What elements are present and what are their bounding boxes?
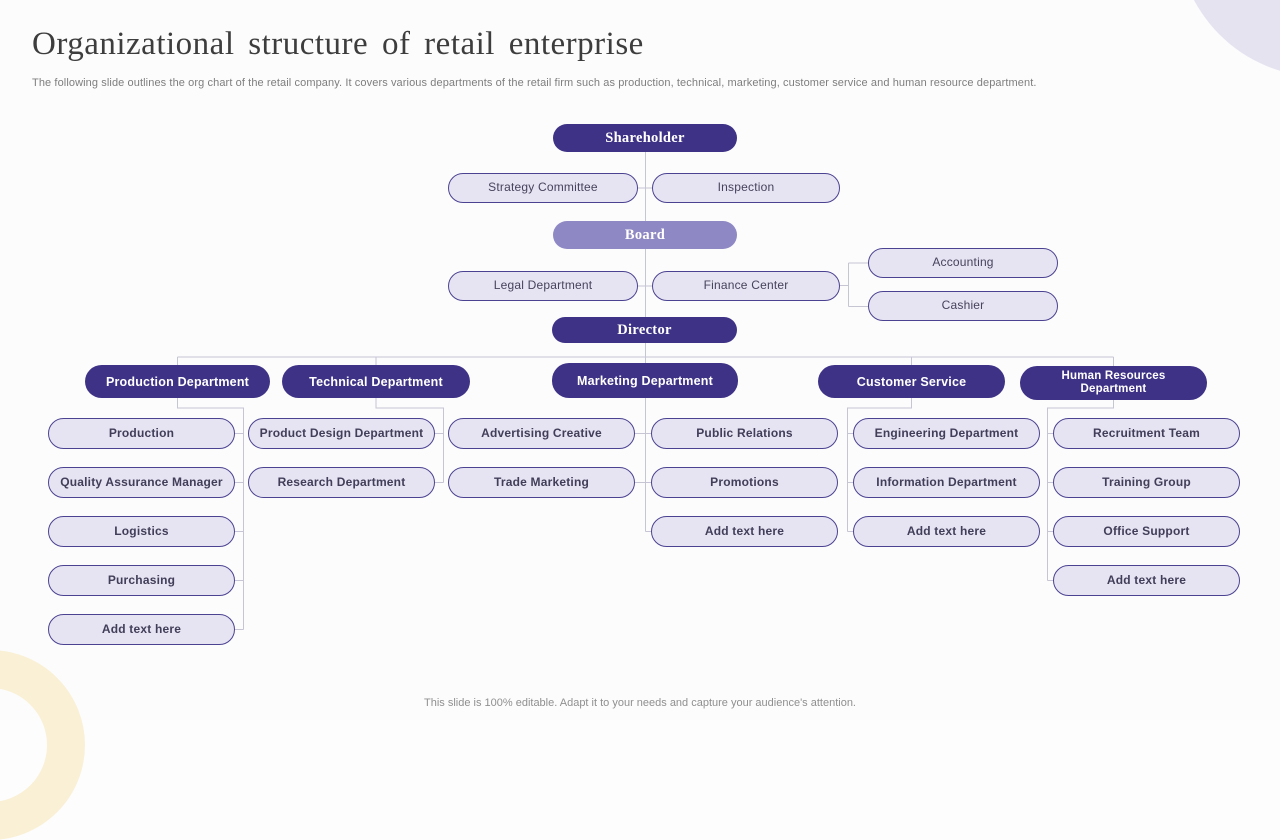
- node-production[interactable]: Production: [48, 418, 235, 449]
- node-production-department[interactable]: Production Department: [85, 365, 270, 398]
- node-label: Customer Service: [856, 374, 967, 389]
- node-inspection[interactable]: Inspection: [652, 173, 840, 203]
- node-label: Accounting: [932, 255, 994, 270]
- node-label: Shareholder: [605, 129, 685, 146]
- node-label: Cashier: [941, 298, 985, 313]
- node-label: Add text here: [704, 523, 785, 538]
- node-promotions[interactable]: Promotions: [651, 467, 838, 498]
- page-title: Organizational structure of retail enter…: [32, 26, 644, 62]
- node-purchasing[interactable]: Purchasing: [48, 565, 235, 596]
- node-training-group[interactable]: Training Group: [1053, 467, 1240, 498]
- node-label: Quality Assurance Manager: [60, 474, 223, 489]
- slide-footer-note: This slide is 100% editable. Adapt it to…: [424, 697, 856, 709]
- node-label: Add text here: [906, 523, 987, 538]
- node-advertising-creative[interactable]: Advertising Creative: [448, 418, 635, 449]
- node-label: Recruitment Team: [1092, 425, 1200, 440]
- node-label: Training Group: [1102, 474, 1191, 489]
- node-marketing-add-text[interactable]: Add text here: [651, 516, 838, 547]
- node-label: Add text here: [1106, 572, 1187, 587]
- node-label: Engineering Department: [874, 425, 1019, 440]
- node-trade-marketing[interactable]: Trade Marketing: [448, 467, 635, 498]
- node-customer-service-add-text[interactable]: Add text here: [853, 516, 1040, 547]
- node-label: Inspection: [717, 180, 775, 195]
- node-label: Product Design Department: [259, 425, 424, 440]
- node-research-department[interactable]: Research Department: [248, 467, 435, 498]
- node-label: Marketing Department: [577, 373, 713, 388]
- node-label: Strategy Committee: [488, 180, 598, 195]
- node-label: Research Department: [277, 474, 406, 489]
- slide-subtitle: The following slide outlines the org cha…: [32, 77, 1037, 89]
- node-label: Human Resources Department: [1061, 370, 1166, 395]
- node-marketing-department[interactable]: Marketing Department: [552, 363, 738, 398]
- node-public-relations[interactable]: Public Relations: [651, 418, 838, 449]
- node-director[interactable]: Director: [552, 317, 737, 343]
- node-production-add-text[interactable]: Add text here: [48, 614, 235, 645]
- node-label: Promotions: [710, 474, 779, 489]
- node-quality-assurance-manager[interactable]: Quality Assurance Manager: [48, 467, 235, 498]
- node-label: Information Department: [876, 474, 1017, 489]
- node-logistics[interactable]: Logistics: [48, 516, 235, 547]
- node-label: Production Department: [105, 374, 250, 389]
- node-board[interactable]: Board: [553, 221, 737, 249]
- node-cashier[interactable]: Cashier: [868, 291, 1058, 321]
- node-label: Public Relations: [696, 425, 793, 440]
- node-information-department[interactable]: Information Department: [853, 467, 1040, 498]
- node-label: Technical Department: [309, 374, 443, 389]
- node-product-design-department[interactable]: Product Design Department: [248, 418, 435, 449]
- node-shareholder[interactable]: Shareholder: [553, 124, 737, 152]
- node-label: Legal Department: [493, 278, 593, 293]
- node-finance-center[interactable]: Finance Center: [652, 271, 840, 301]
- node-human-resources-add-text[interactable]: Add text here: [1053, 565, 1240, 596]
- node-label: Board: [624, 226, 666, 243]
- node-label: Director: [617, 321, 672, 338]
- node-label: Purchasing: [107, 572, 176, 587]
- node-recruitment-team[interactable]: Recruitment Team: [1053, 418, 1240, 449]
- node-label: Trade Marketing: [493, 474, 590, 489]
- node-strategy-committee[interactable]: Strategy Committee: [448, 173, 638, 203]
- org-chart-connectors: [177, 151, 1114, 630]
- node-label: Production: [108, 425, 175, 440]
- node-label: Add text here: [101, 621, 182, 636]
- node-legal-department[interactable]: Legal Department: [448, 271, 638, 301]
- node-human-resources-department[interactable]: Human Resources Department: [1020, 366, 1207, 400]
- node-label: Office Support: [1103, 523, 1190, 538]
- node-accounting[interactable]: Accounting: [868, 248, 1058, 278]
- node-office-support[interactable]: Office Support: [1053, 516, 1240, 547]
- node-label: Finance Center: [703, 278, 789, 293]
- node-customer-service[interactable]: Customer Service: [818, 365, 1005, 398]
- node-label: Logistics: [114, 523, 169, 538]
- node-label: Advertising Creative: [481, 425, 602, 440]
- node-technical-department[interactable]: Technical Department: [282, 365, 470, 398]
- node-engineering-department[interactable]: Engineering Department: [853, 418, 1040, 449]
